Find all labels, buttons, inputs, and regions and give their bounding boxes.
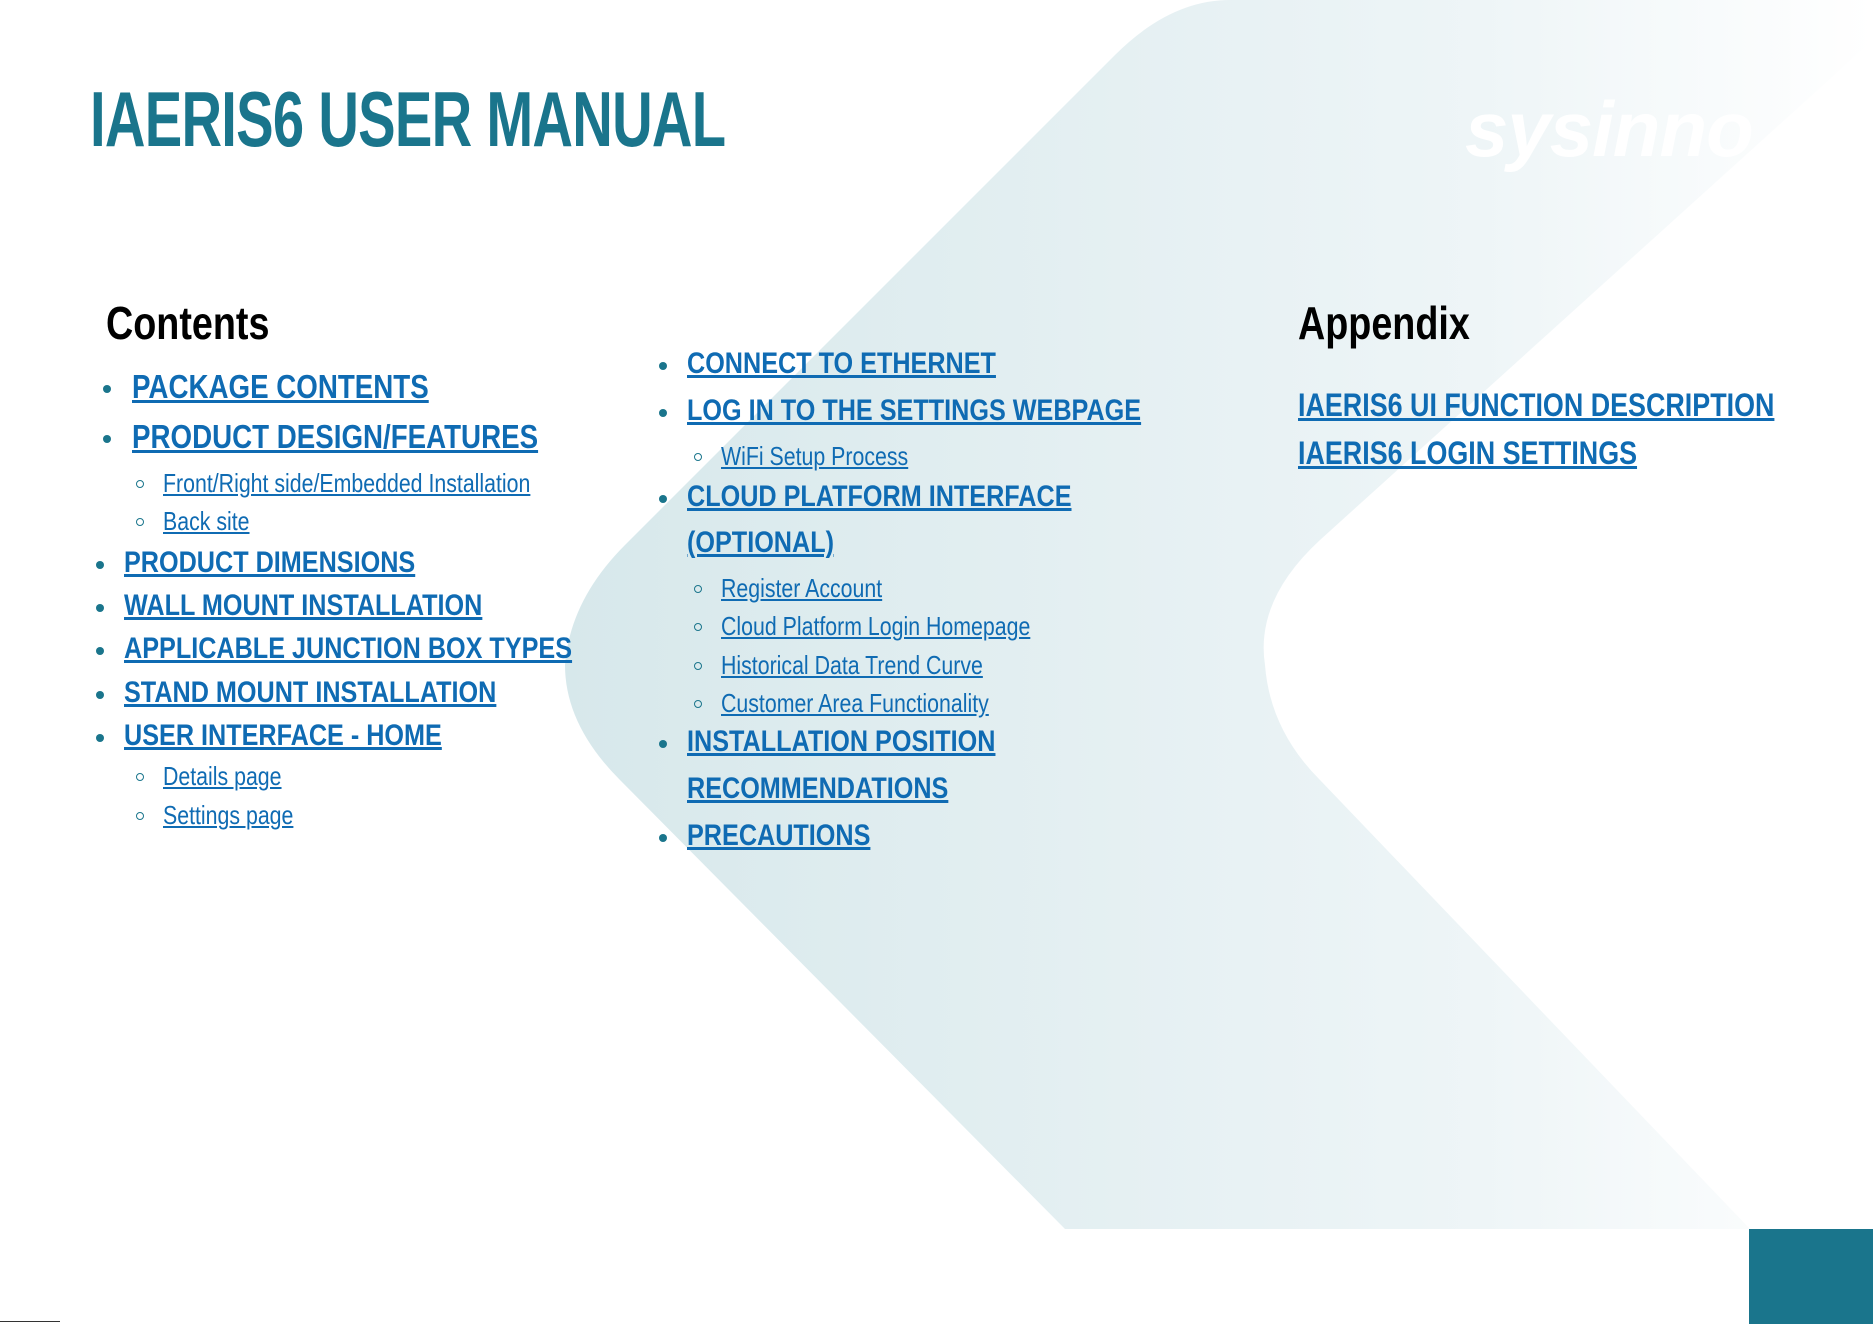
footnote-divider xyxy=(0,1321,60,1322)
page-title: IAERIS6 USER MANUAL xyxy=(90,75,726,163)
toc-link-applicable-junction-box-types[interactable]: APPLICABLE JUNCTION BOX TYPES xyxy=(124,632,573,665)
bullet-icon xyxy=(96,647,104,655)
corner-accent-block xyxy=(1749,1229,1873,1324)
toc-link-log-in-settings-webpage[interactable]: LOG IN TO THE SETTINGS WEBPAGE xyxy=(687,394,1142,427)
bullet-icon xyxy=(659,409,667,417)
appendix-link-login-settings[interactable]: IAERIS6 LOGIN SETTINGS xyxy=(1298,435,1638,471)
toc-link-user-interface-home[interactable]: USER INTERFACE - HOME xyxy=(124,719,442,752)
sub-bullet-icon xyxy=(136,812,144,820)
sub-bullet-icon xyxy=(694,662,702,670)
toc-link-package-contents[interactable]: PACKAGE CONTENTS xyxy=(132,368,429,405)
toc-link-settings-page[interactable]: Settings page xyxy=(163,800,294,830)
toc-link-precautions[interactable]: PRECAUTIONS xyxy=(687,819,871,852)
sub-bullet-icon xyxy=(694,453,702,461)
toc-link-cloud-platform-interface[interactable]: CLOUD PLATFORM INTERFACE xyxy=(687,480,1072,513)
toc-link-cloud-platform-optional[interactable]: (OPTIONAL) xyxy=(687,526,834,559)
toc-link-recommendations[interactable]: RECOMMENDATIONS xyxy=(687,772,949,805)
toc-link-installation-position[interactable]: INSTALLATION POSITION xyxy=(687,725,996,758)
bullet-icon xyxy=(103,435,111,443)
toc-link-back-site[interactable]: Back site xyxy=(163,506,250,536)
toc-link-historical-data-trend[interactable]: Historical Data Trend Curve xyxy=(721,650,983,680)
bullet-icon xyxy=(96,604,104,612)
appendix-item: IAERIS6 LOGIN SETTINGS xyxy=(1298,435,1702,472)
bullet-icon xyxy=(659,834,667,842)
toc-link-product-design-features[interactable]: PRODUCT DESIGN/FEATURES xyxy=(132,418,539,455)
sub-bullet-icon xyxy=(694,623,702,631)
sub-bullet-icon xyxy=(694,700,702,708)
brand-watermark: sysinno xyxy=(1465,85,1754,173)
toc-link-wall-mount-installation[interactable]: WALL MOUNT INSTALLATION xyxy=(124,589,483,622)
bullet-icon xyxy=(103,385,111,393)
toc-link-wifi-setup-process[interactable]: WiFi Setup Process xyxy=(721,441,909,471)
bullet-icon xyxy=(659,740,667,748)
bullet-icon xyxy=(659,495,667,503)
sub-bullet-icon xyxy=(136,480,144,488)
appendix-link-ui-function-description[interactable]: IAERIS6 UI FUNCTION DESCRIPTION xyxy=(1298,387,1775,423)
appendix-item: IAERIS6 UI FUNCTION DESCRIPTION xyxy=(1298,387,1865,424)
sub-bullet-icon xyxy=(136,518,144,526)
sub-bullet-icon xyxy=(136,773,144,781)
toc-link-connect-to-ethernet[interactable]: CONNECT TO ETHERNET xyxy=(687,347,996,380)
bullet-icon xyxy=(96,691,104,699)
appendix-column: Appendix xyxy=(1298,296,1508,350)
bullet-icon xyxy=(659,362,667,370)
toc-link-cloud-login-homepage[interactable]: Cloud Platform Login Homepage xyxy=(721,611,1031,641)
toc-link-customer-area[interactable]: Customer Area Functionality xyxy=(721,688,989,718)
toc-link-stand-mount-installation[interactable]: STAND MOUNT INSTALLATION xyxy=(124,676,497,709)
toc-link-details-page[interactable]: Details page xyxy=(163,761,282,791)
toc-link-register-account[interactable]: Register Account xyxy=(721,573,883,603)
contents-column-1: Contents xyxy=(106,296,305,350)
bullet-icon xyxy=(96,734,104,742)
appendix-heading: Appendix xyxy=(1298,297,1470,349)
sub-bullet-icon xyxy=(694,585,702,593)
bullet-icon xyxy=(96,561,104,569)
contents-heading: Contents xyxy=(106,297,270,349)
toc-link-product-dimensions[interactable]: PRODUCT DIMENSIONS xyxy=(124,546,416,579)
toc-link-front-right-side[interactable]: Front/Right side/Embedded Installation xyxy=(163,468,531,498)
